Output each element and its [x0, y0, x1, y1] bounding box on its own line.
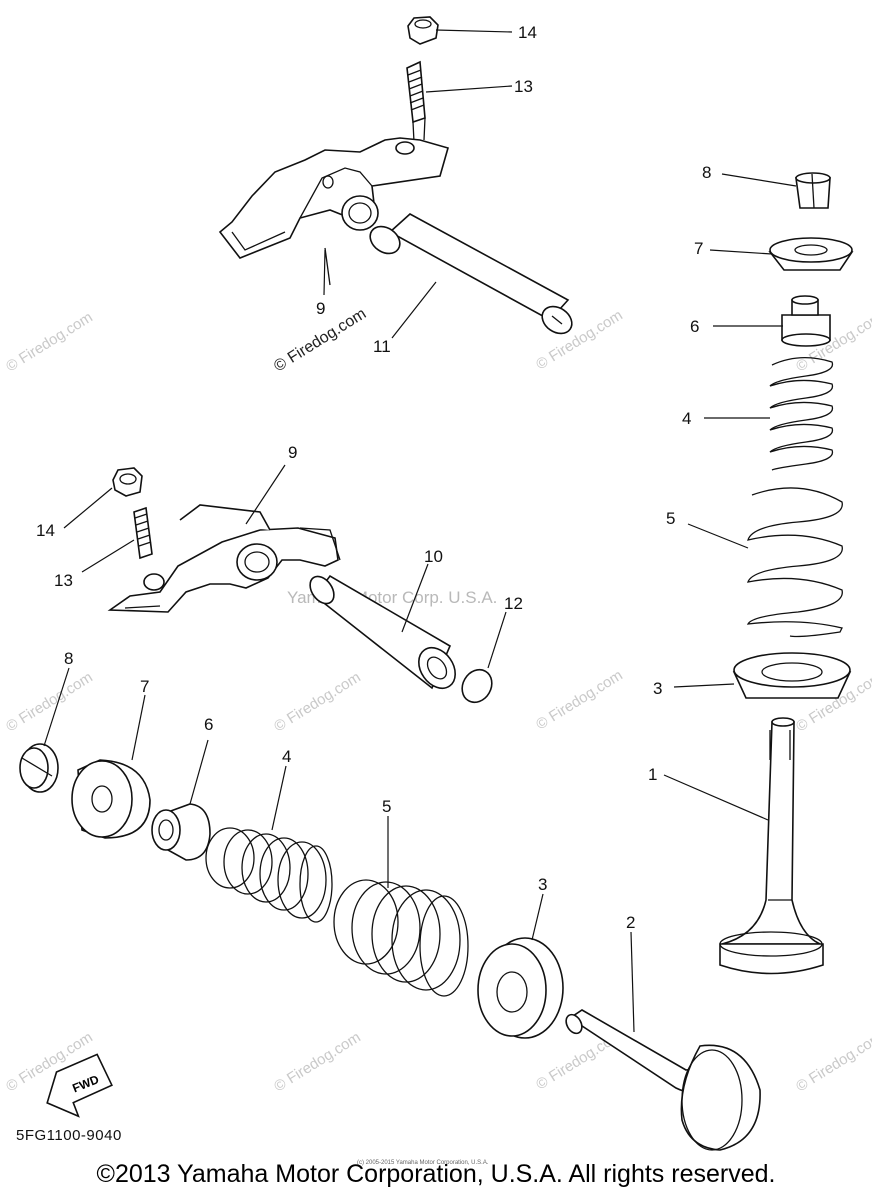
adjusting-screw-13-mid	[133, 506, 153, 560]
callout-12: 12	[504, 594, 523, 613]
callout-numbers: 14 13 9 11 8 7 6 4 5 9 14 13 10 12 3 1 8…	[36, 23, 711, 932]
watermark: © Firedog.com	[3, 669, 96, 736]
footer-copyright: ©2013 Yamaha Motor Corporation, U.S.A. A…	[96, 1160, 776, 1188]
callout-10: 10	[424, 547, 443, 566]
valve-2	[565, 1009, 761, 1151]
adjusting-screw-13-top	[406, 60, 426, 143]
rocker-shaft-10	[309, 574, 456, 690]
callout-9: 9	[288, 443, 297, 462]
rocker-shaft-11	[369, 213, 573, 335]
callout-1: 1	[648, 765, 657, 784]
cotter-8-left	[19, 743, 59, 793]
cotter-8-right	[795, 172, 831, 209]
callout-13: 13	[514, 77, 533, 96]
callout-11: 11	[373, 337, 391, 356]
callout-7: 7	[694, 239, 703, 258]
callout-2: 2	[626, 913, 635, 932]
callout-5: 5	[382, 797, 391, 816]
seat-3-right	[732, 652, 852, 699]
callout-4: 4	[682, 409, 691, 428]
leader-lines	[43, 29, 797, 1033]
callout-3: 3	[653, 679, 662, 698]
outer-spring-5-right	[746, 487, 843, 638]
right-valve-stack	[719, 172, 854, 975]
callout-5: 5	[666, 509, 675, 528]
seat-3-left	[477, 937, 564, 1039]
retainer-7-right	[768, 237, 854, 271]
bottom-valve-row	[19, 743, 761, 1151]
callout-9: 9	[316, 299, 325, 318]
top-rocker-assembly	[218, 16, 573, 335]
nut-14-top	[407, 16, 439, 45]
watermark: © Firedog.com	[533, 667, 626, 734]
inner-spring-4-right	[769, 357, 834, 471]
callout-14: 14	[518, 23, 537, 42]
callout-14: 14	[36, 521, 55, 540]
seal-6-right	[781, 295, 831, 347]
tiny-copyright: (c) 2005-2015 Yamaha Motor Corporation, …	[357, 1160, 489, 1166]
watermark: © Firedog.com	[271, 669, 364, 736]
callout-8: 8	[64, 649, 73, 668]
callout-4: 4	[282, 747, 291, 766]
seal-6-left	[151, 803, 211, 861]
watermark: © Firedog.com	[3, 309, 96, 376]
mid-rocker-assembly	[107, 467, 493, 704]
callout-6: 6	[690, 317, 699, 336]
o-ring-12	[461, 668, 493, 704]
rocker-arm-9-top	[218, 137, 449, 286]
callout-7: 7	[140, 677, 149, 696]
valve-1	[719, 717, 824, 975]
callout-6: 6	[204, 715, 213, 734]
nut-14-mid	[112, 467, 143, 497]
watermark-layer: © Firedog.com © Firedog.com © Firedog.co…	[3, 305, 872, 1095]
forward-arrow[interactable]: FWD	[43, 1053, 114, 1119]
drawing-code: 5FG1100-9040	[16, 1127, 122, 1144]
inner-spring-4-left	[205, 827, 333, 923]
outer-spring-5-left	[333, 879, 469, 997]
watermark: © Firedog.com	[271, 1029, 364, 1096]
callout-8: 8	[702, 163, 711, 182]
watermark: © Firedog.com	[793, 1029, 872, 1096]
callout-13: 13	[54, 571, 73, 590]
retainer-7-left	[71, 759, 151, 839]
rocker-arm-9-mid	[107, 504, 341, 613]
callout-3: 3	[538, 875, 547, 894]
